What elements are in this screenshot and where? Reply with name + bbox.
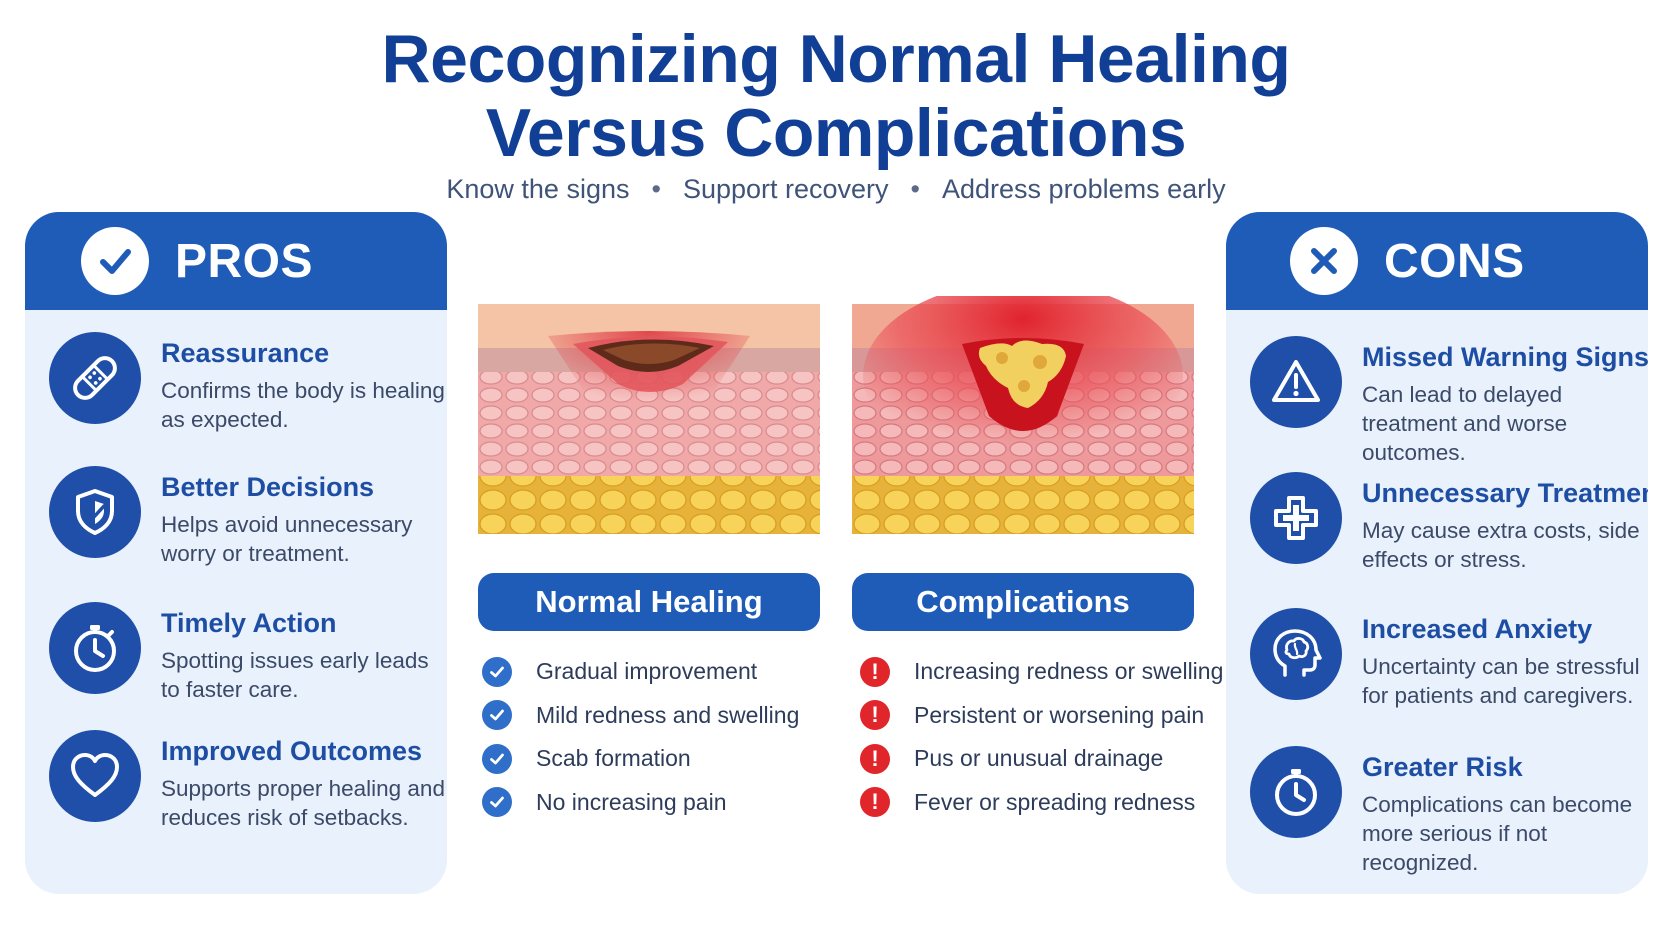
warning-icon xyxy=(1250,336,1342,428)
pros-item-title: Better Decisions xyxy=(161,472,375,502)
shield-check-icon xyxy=(49,466,141,558)
subtitle-part-3: Address problems early xyxy=(942,174,1226,204)
brain-head-icon xyxy=(1250,608,1342,700)
pros-panel: PROS Reassurance Confirms the body is he… xyxy=(25,212,447,894)
clock-icon xyxy=(1250,746,1342,838)
list-item-text: Mild redness and swelling xyxy=(536,701,800,728)
cons-item-unnecessary-treatment: Unnecessary Treatment May cause extra co… xyxy=(1250,472,1648,582)
subtitle-separator-1: • xyxy=(651,174,661,204)
list-item-text: Gradual improvement xyxy=(536,658,758,685)
pros-item-reassurance: Reassurance Confirms the body is healing… xyxy=(49,332,445,442)
list-item: Mild redness and swelling xyxy=(482,694,799,738)
normal-healing-label: Normal Healing xyxy=(478,573,820,631)
list-item-text: Increasing redness or swelling xyxy=(914,658,1224,685)
list-item: Scab formation xyxy=(482,737,799,781)
cons-item-desc: Uncertainty can be stressful for patient… xyxy=(1362,654,1640,708)
subtitle-part-2: Support recovery xyxy=(682,174,889,204)
list-item: No increasing pain xyxy=(482,781,799,825)
cons-item-desc: Can lead to delayed treatment and worse … xyxy=(1362,382,1568,465)
list-item-text: Pus or unusual drainage xyxy=(914,745,1164,772)
pros-item-desc: Helps avoid unnecessary worry or treatme… xyxy=(161,512,413,566)
page-title-line-1: Recognizing Normal Healing xyxy=(381,21,1291,97)
pros-label: PROS xyxy=(175,234,314,288)
cons-item-title: Missed Warning Signs xyxy=(1362,342,1648,372)
cons-header: CONS xyxy=(1226,212,1648,310)
check-circle-icon xyxy=(482,743,512,774)
complications-label: Complications xyxy=(852,573,1194,631)
cons-item-greater-risk: Greater Risk Complications can become mo… xyxy=(1250,746,1640,875)
stopwatch-icon xyxy=(49,602,141,694)
cons-label: CONS xyxy=(1384,234,1525,288)
pros-item-improved-outcomes: Improved Outcomes Supports proper healin… xyxy=(49,730,445,840)
pros-item-desc: Confirms the body is healing as expected… xyxy=(161,378,445,432)
cons-item-missed-warning-signs: Missed Warning Signs Can lead to delayed… xyxy=(1250,336,1648,465)
check-circle-icon xyxy=(482,656,512,687)
alert-circle-icon: ! xyxy=(860,700,890,731)
pros-item-desc: Spotting issues early leads to faster ca… xyxy=(161,648,429,702)
list-item: ! Persistent or worsening pain xyxy=(860,694,1223,738)
pros-item-title: Improved Outcomes xyxy=(161,736,423,766)
list-item-text: No increasing pain xyxy=(536,788,727,815)
check-circle-icon xyxy=(482,787,512,818)
pros-item-better-decisions: Better Decisions Helps avoid unnecessary… xyxy=(49,466,439,576)
cons-item-title: Unnecessary Treatment xyxy=(1362,478,1648,508)
alert-circle-icon: ! xyxy=(860,787,890,818)
list-item-text: Scab formation xyxy=(536,745,691,772)
pros-item-title: Reassurance xyxy=(161,338,330,368)
alert-circle-icon: ! xyxy=(860,743,890,774)
subtitle-separator-2: • xyxy=(910,174,920,204)
page-title-line-2: Versus Complications xyxy=(485,95,1187,171)
checkmark-icon xyxy=(81,227,149,295)
list-item-text: Fever or spreading redness xyxy=(914,788,1196,815)
pros-item-title: Timely Action xyxy=(161,608,337,638)
list-item: ! Fever or spreading redness xyxy=(860,781,1223,825)
subtitle: Know the signs • Support recovery • Address … xyxy=(0,174,1672,205)
bandage-icon xyxy=(49,332,141,424)
cons-item-desc: May cause extra costs, side effects or s… xyxy=(1362,518,1640,572)
complications-skin-illustration xyxy=(852,296,1194,544)
subtitle-part-1: Know the signs xyxy=(446,174,630,204)
list-item: ! Pus or unusual drainage xyxy=(860,737,1223,781)
check-circle-icon xyxy=(482,700,512,731)
pros-item-timely-action: Timely Action Spotting issues early lead… xyxy=(49,602,439,712)
cons-item-title: Greater Risk xyxy=(1362,752,1523,782)
close-icon xyxy=(1290,227,1358,295)
normal-healing-list: Gradual improvement Mild redness and swe… xyxy=(482,650,799,824)
pros-item-desc: Supports proper healing and reduces risk… xyxy=(161,776,445,830)
cons-item-increased-anxiety: Increased Anxiety Uncertainty can be str… xyxy=(1250,608,1640,718)
list-item-text: Persistent or worsening pain xyxy=(914,701,1205,728)
list-item: Gradual improvement xyxy=(482,650,799,694)
cons-panel: CONS Missed Warning Signs Can lead to de… xyxy=(1226,212,1648,894)
normal-healing-skin-illustration xyxy=(478,296,820,544)
complications-list: ! Increasing redness or swelling ! Persi… xyxy=(860,650,1223,824)
medical-cross-icon xyxy=(1250,472,1342,564)
alert-circle-icon: ! xyxy=(860,656,890,687)
cons-item-title: Increased Anxiety xyxy=(1362,614,1593,644)
pros-header: PROS xyxy=(25,212,447,310)
cons-item-desc: Complications can become more serious if… xyxy=(1362,792,1633,875)
heart-icon xyxy=(49,730,141,822)
list-item: ! Increasing redness or swelling xyxy=(860,650,1223,694)
